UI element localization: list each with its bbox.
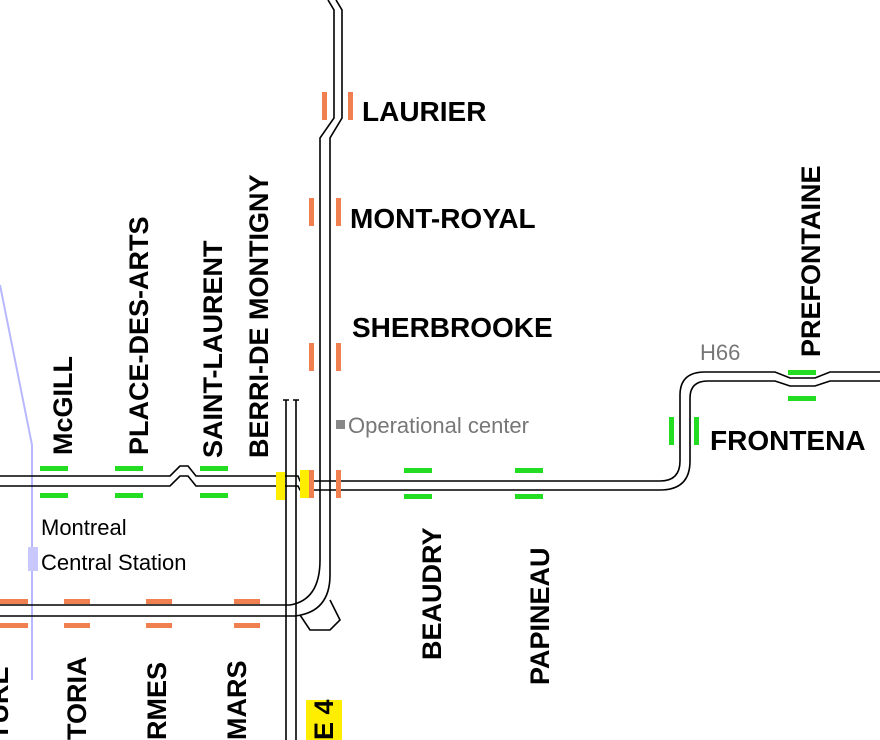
station-saint-laurent[interactable]: SAINT-LAURENT: [198, 240, 228, 458]
orange-station-marker: [0, 623, 28, 628]
green-station-marker: [788, 370, 816, 375]
orange-station-marker: [309, 470, 314, 498]
central-station-label-line2: Central Station: [41, 550, 187, 575]
orange-station-marker: [309, 343, 314, 371]
green-station-marker: [404, 494, 432, 499]
orange-station-marker: [336, 470, 341, 498]
station-armes[interactable]: RMES: [142, 662, 172, 740]
station-laurier[interactable]: LAURIER: [362, 96, 486, 127]
orange-station-marker: [309, 198, 314, 226]
station-prefontaine[interactable]: PREFONTAINE: [796, 165, 826, 357]
green-station-marker: [404, 468, 432, 473]
central-station-label-line1: Montreal: [41, 515, 127, 540]
station-berri-de-montigny[interactable]: BERRI-DE MONTIGNY: [244, 175, 274, 459]
orange-station-marker: [234, 623, 260, 628]
green-station-marker: [694, 417, 699, 445]
orange-line-station-markers: [0, 92, 353, 628]
green-station-marker: [115, 493, 143, 498]
station-beaudry[interactable]: BEAUDRY: [417, 527, 447, 660]
orange-station-marker: [336, 343, 341, 371]
central-station-marker: [28, 547, 38, 571]
orange-station-marker: [64, 599, 90, 604]
yellow-line-station-marker: [300, 470, 309, 498]
station-frontenac[interactable]: FRONTENA: [710, 425, 866, 456]
station-place-des-arts[interactable]: PLACE-DES-ARTS: [124, 216, 154, 455]
green-line-tracks: [0, 371, 880, 491]
orange-station-marker: [348, 92, 353, 120]
orange-station-marker: [64, 623, 90, 628]
orange-station-marker: [322, 92, 327, 120]
station-mars[interactable]: MARS: [222, 661, 252, 740]
green-station-marker: [200, 466, 228, 471]
orange-station-marker: [146, 623, 172, 628]
station-papineau[interactable]: PAPINEAU: [525, 547, 555, 685]
green-station-marker: [515, 494, 543, 499]
green-station-marker: [115, 466, 143, 471]
green-station-marker: [669, 417, 674, 445]
orange-station-marker: [336, 198, 341, 226]
yellow-line-station-marker: [276, 472, 285, 500]
orange-line-tracks: [0, 0, 343, 631]
operational-center-marker: [336, 420, 345, 429]
grade-marker-label: H66: [700, 340, 740, 365]
station-mcgill[interactable]: McGILL: [48, 356, 78, 455]
station-sherbrooke[interactable]: SHERBROOKE: [352, 312, 553, 343]
green-station-marker: [40, 493, 68, 498]
station-mont-royal[interactable]: MONT-ROYAL: [350, 203, 536, 234]
green-station-marker: [200, 493, 228, 498]
orange-station-marker: [234, 599, 260, 604]
green-station-marker: [515, 468, 543, 473]
green-station-marker: [788, 396, 816, 401]
yellow-line-tracks: [283, 399, 299, 740]
orange-station-marker: [0, 599, 28, 604]
station-cut-left[interactable]: TURE: [0, 667, 14, 740]
commuter-rail-line: [0, 284, 33, 680]
station-victoria[interactable]: TORIA: [62, 656, 92, 740]
operational-center-label: Operational center: [348, 413, 529, 438]
line4-badge: [306, 700, 342, 740]
green-line-station-markers: [40, 370, 816, 499]
green-station-marker: [40, 466, 68, 471]
orange-station-marker: [146, 599, 172, 604]
line4-badge-label: E 4: [309, 699, 339, 740]
